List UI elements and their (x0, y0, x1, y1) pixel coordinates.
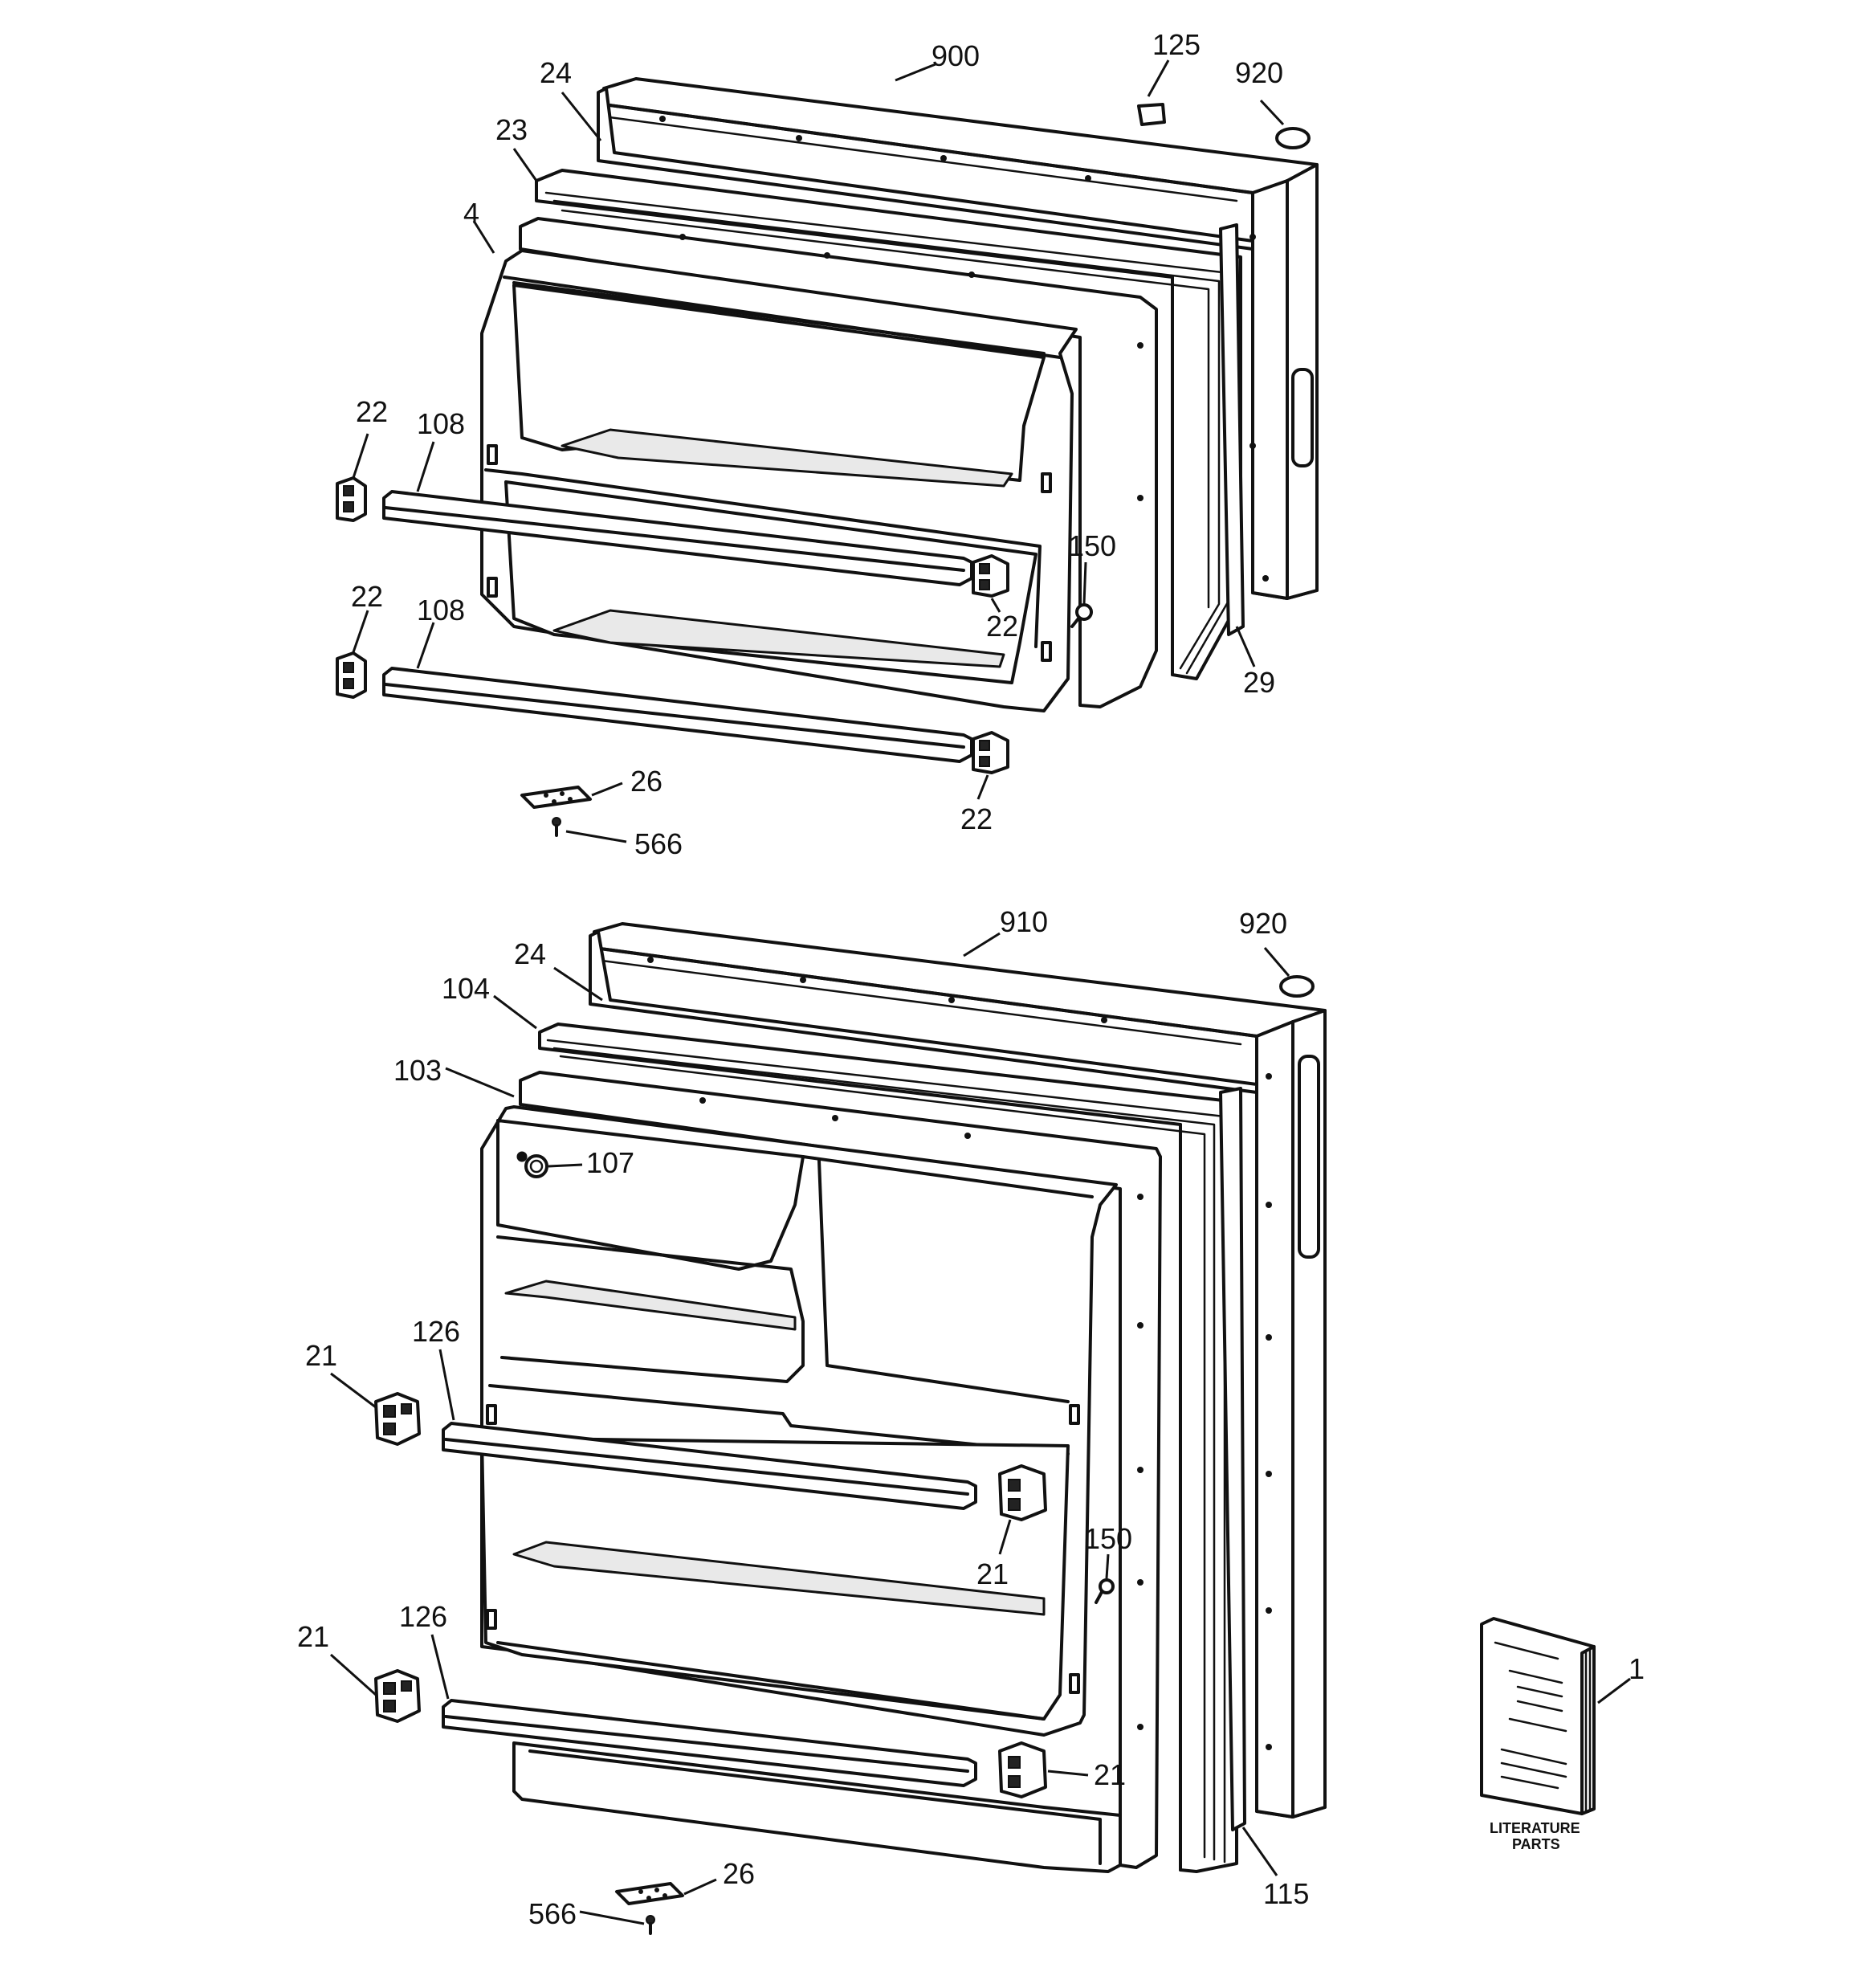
lower-hinge-screw (646, 1915, 655, 1935)
lower-plug-920 (1279, 975, 1315, 998)
callout-104: 104 (442, 972, 490, 1005)
lower-side-gasket-strip (1219, 1087, 1246, 1831)
upper-outer-door-panel (602, 77, 1319, 600)
lower-outer-door-panel (593, 922, 1327, 1819)
upper-bracket-right-bottom (972, 731, 1009, 774)
upper-hinge-screw (552, 817, 561, 837)
callout-103: 103 (393, 1054, 442, 1087)
callout-26-lower: 26 (723, 1857, 755, 1890)
callout-21-left-bottom: 21 (297, 1620, 329, 1653)
upper-bracket-right-top (972, 554, 1009, 598)
upper-door-assembly: 900 125 920 24 23 4 22 108 22 108 150 22… (336, 28, 1319, 860)
callout-4: 4 (463, 197, 479, 230)
callout-115: 115 (1263, 1877, 1309, 1910)
callout-24: 24 (540, 56, 572, 89)
literature-label-line1: LITERATURE (1490, 1820, 1580, 1836)
lower-shelf-bar-top (442, 1422, 977, 1510)
lower-bracket-left-bottom (374, 1669, 421, 1723)
literature-booklet: 1 LITERATURE PARTS (1480, 1617, 1645, 1852)
lower-bracket-right-top (998, 1464, 1047, 1521)
callout-920-lower: 920 (1239, 907, 1287, 940)
callout-22-upper-right-top: 22 (986, 610, 1018, 643)
callout-29: 29 (1243, 666, 1275, 699)
lower-door-assembly: 910 920 24 104 103 107 126 21 21 150 126… (297, 905, 1327, 1935)
literature-booklet-print (1494, 1641, 1567, 1790)
lower-screw-150 (1095, 1578, 1115, 1604)
callout-900: 900 (932, 39, 980, 72)
callout-910: 910 (1000, 905, 1048, 938)
callout-126-top: 126 (412, 1315, 460, 1348)
literature-label-line2: PARTS (1512, 1836, 1560, 1852)
lower-trim-strip (589, 930, 1258, 1094)
callout-920: 920 (1235, 56, 1283, 89)
lower-bracket-right-bottom (998, 1741, 1047, 1798)
callout-566-lower: 566 (528, 1897, 577, 1930)
callout-24-lower: 24 (514, 937, 546, 970)
callout-22-upper-left-bottom: 22 (351, 580, 383, 613)
callout-21-right-top: 21 (976, 1557, 1009, 1590)
callout-150-upper: 150 (1068, 529, 1116, 562)
callout-22-upper-right-bottom: 22 (960, 802, 993, 835)
lower-shelf-bar-bottom (442, 1699, 977, 1787)
callout-566-upper: 566 (634, 827, 683, 860)
upper-door-liner (480, 217, 1158, 712)
lower-knob-107 (524, 1154, 548, 1178)
upper-screw-150 (1070, 603, 1093, 628)
callout-150-lower: 150 (1084, 1522, 1132, 1555)
callout-26-upper: 26 (630, 765, 662, 798)
upper-cap-125 (1137, 103, 1166, 126)
upper-trim-strip (597, 87, 1254, 251)
upper-plug-920 (1275, 127, 1311, 149)
upper-bracket-left-bottom (336, 651, 367, 699)
upper-hinge-plate (520, 786, 592, 809)
callout-125: 125 (1152, 28, 1201, 61)
callout-21-left-top: 21 (305, 1339, 337, 1372)
callout-21-right-bottom: 21 (1094, 1758, 1126, 1791)
lower-door-liner (480, 1071, 1162, 1873)
callout-126-bottom: 126 (399, 1600, 447, 1633)
upper-side-gasket-strip (1219, 223, 1245, 636)
callout-107: 107 (586, 1146, 634, 1179)
upper-bracket-left-top (336, 476, 367, 522)
callout-108-upper-bottom: 108 (417, 594, 465, 627)
callout-22-upper-left-top: 22 (356, 395, 388, 428)
lower-hinge-plate (615, 1882, 684, 1905)
lower-bracket-left-top (374, 1392, 421, 1446)
callout-108-upper-top: 108 (417, 407, 465, 440)
callout-23: 23 (495, 113, 528, 146)
callout-1: 1 (1629, 1652, 1645, 1685)
